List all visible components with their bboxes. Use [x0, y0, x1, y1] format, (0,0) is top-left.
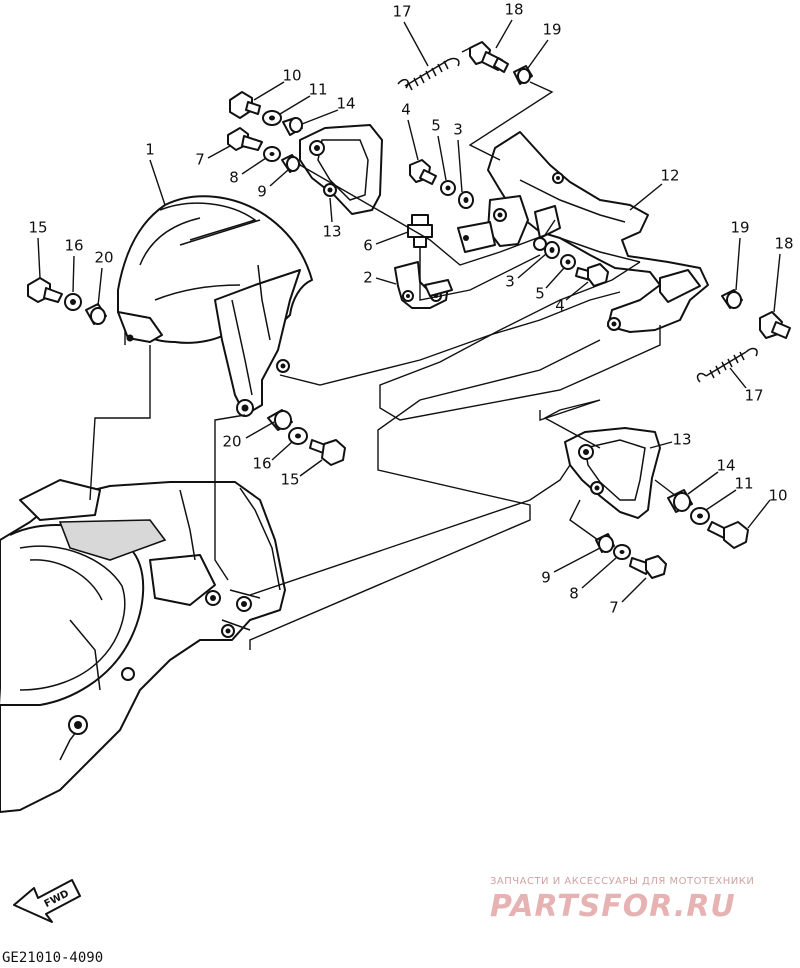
small-bracket-part-2: [394, 261, 453, 309]
washer-part-11-lower: [690, 507, 710, 525]
callout-15-lower: 15: [280, 471, 299, 489]
callout-8-upper: 8: [229, 169, 239, 187]
collar-part-19-upper: [513, 65, 533, 85]
fwd-arrow: FWD: [13, 879, 81, 923]
callout-11-upper: 11: [308, 81, 327, 99]
callout-7-upper: 7: [195, 151, 205, 169]
callout-19-lower: 19: [730, 219, 749, 237]
plate-part-13-lower: [564, 427, 661, 519]
assembly-lines: [89, 47, 677, 650]
watermark-tagline: ЗАПЧАСТИ И АКСЕССУАРЫ ДЛЯ МОТОТЕХНИКИ: [490, 876, 754, 887]
callout-11-lower: 11: [734, 475, 753, 493]
callout-6: 6: [363, 237, 373, 255]
washer-part-8-lower: [613, 544, 631, 560]
washer-part-8-upper: [263, 146, 281, 162]
callout-16-lower: 16: [252, 455, 271, 473]
callout-17-upper: 17: [392, 3, 411, 21]
watermark-logo-text: PARTSFOR.RU: [490, 889, 736, 924]
washer-part-16-left: [64, 293, 82, 311]
watermark: ЗАПЧАСТИ И АКСЕССУАРЫ ДЛЯ МОТОТЕХНИКИ PA…: [490, 876, 754, 924]
callout-1: 1: [145, 141, 155, 159]
spring-part-17-upper: [397, 57, 460, 91]
fitting-part-6: [407, 214, 433, 262]
callout-2: 2: [363, 269, 373, 287]
mount-bracket-lower: [214, 264, 301, 417]
jet-pump-housing: [0, 479, 286, 813]
callout-15-left: 15: [28, 219, 47, 237]
callout-14-lower: 14: [716, 457, 735, 475]
washer-part-16-lower: [288, 427, 308, 445]
washer-part-5-lower: [560, 254, 576, 270]
collar-part-14-lower: [667, 489, 693, 513]
callout-20-left: 20: [94, 249, 113, 267]
callout-5-lower: 5: [535, 285, 545, 303]
bolt-part-15-left: [27, 277, 63, 303]
callout-8-lower: 8: [569, 585, 579, 603]
callout-12: 12: [660, 167, 679, 185]
callout-9-upper: 9: [257, 183, 267, 201]
callout-19-upper: 19: [542, 21, 561, 39]
collar-part-20-left: [85, 303, 107, 325]
collar-part-19-lower: [721, 289, 743, 309]
plate-part-13-upper: [299, 124, 383, 215]
callout-10-lower: 10: [768, 487, 787, 505]
collar-part-3-lower: [544, 241, 560, 259]
collar-part-20-lower: [267, 409, 293, 431]
bolt-part-10-lower: [707, 521, 749, 549]
callout-13-lower: 13: [672, 431, 691, 449]
callout-18-upper: 18: [504, 1, 523, 19]
callout-13-upper: 13: [322, 223, 341, 241]
callout-20-lower: 20: [222, 433, 241, 451]
spring-part-17-lower: [696, 347, 758, 383]
callout-4-lower: 4: [555, 297, 565, 315]
callout-18-lower: 18: [774, 235, 793, 253]
callout-7-lower: 7: [609, 599, 619, 617]
bolt-part-7-upper: [227, 127, 263, 151]
bolt-part-10-upper: [229, 91, 261, 119]
washer-part-5-upper: [440, 180, 456, 196]
collar-part-9-lower: [595, 533, 615, 553]
bolt-part-15-lower: [309, 439, 346, 466]
bolt-part-18-upper: [469, 41, 509, 73]
washer-part-11-upper: [262, 110, 282, 126]
collar-part-9-upper: [281, 154, 301, 173]
callout-17-lower: 17: [744, 387, 763, 405]
callout-14-upper: 14: [336, 95, 355, 113]
collar-part-3-upper: [458, 191, 474, 209]
callout-9-lower: 9: [541, 569, 551, 587]
bolt-part-7-lower: [629, 555, 667, 579]
bolt-part-4-upper: [409, 159, 437, 185]
bolt-part-18-lower: [759, 311, 791, 339]
callout-10-upper: 10: [282, 67, 301, 85]
main-bracket-part-12: [457, 131, 709, 333]
callout-4-upper: 4: [401, 101, 411, 119]
collar-part-14-upper: [282, 117, 303, 136]
callout-3-upper: 3: [453, 121, 463, 139]
callout-3-lower: 3: [505, 273, 515, 291]
callout-labels: 1 2 3 3 4 4 5 5 6 7 7 8 8 9 9 10 10 11: [28, 1, 793, 617]
callout-5-upper: 5: [431, 117, 441, 135]
reference-code: GE21010-4090: [2, 950, 103, 966]
callout-16-left: 16: [64, 237, 83, 255]
